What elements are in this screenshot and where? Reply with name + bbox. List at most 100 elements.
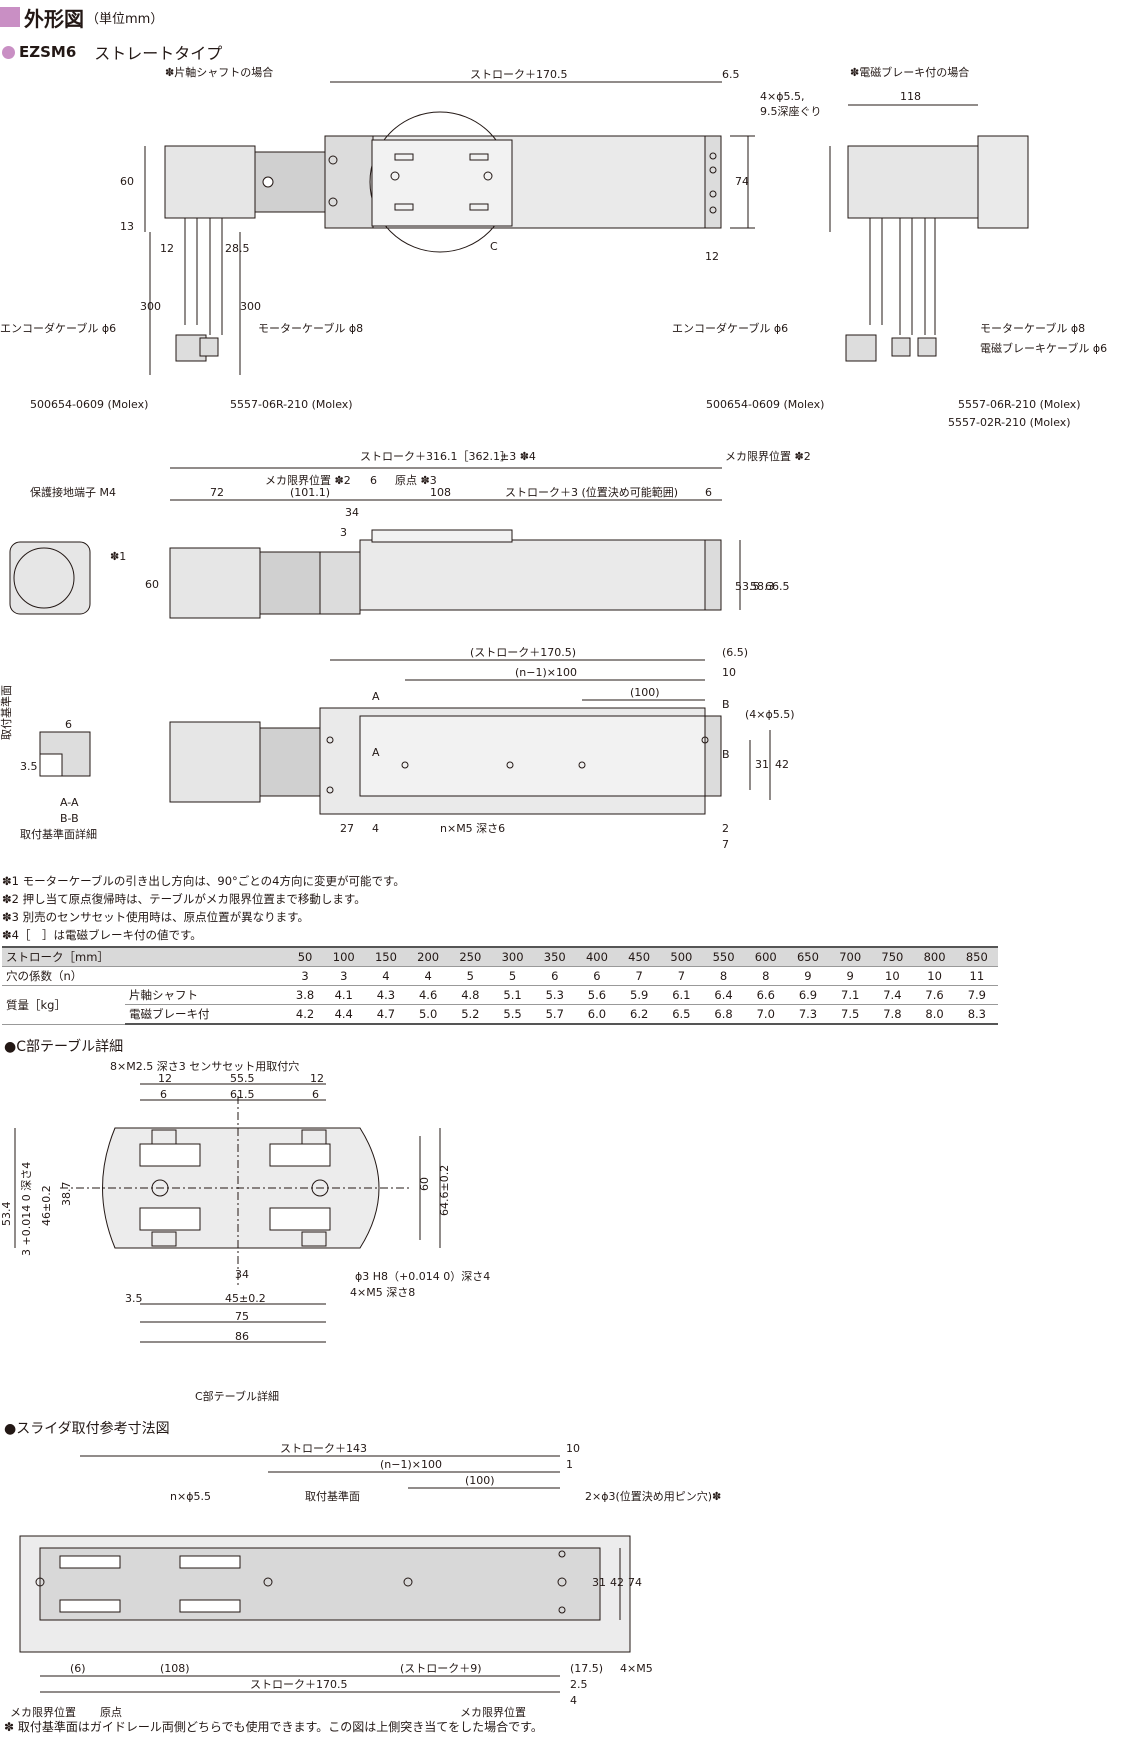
section-header: 外形図 （単位mm） [0, 4, 164, 31]
dim-3-5: 3.5 [20, 760, 38, 773]
table-cell: 4.3 [364, 985, 408, 1005]
table-cell: 6.4 [702, 985, 745, 1005]
dim-101-1: (101.1) [290, 486, 330, 499]
slider-title: ●スライダ取付参考寸法図 [4, 1421, 170, 1437]
model-bullet [2, 45, 15, 59]
c-detail-drawing: 8×M2.5 深さ3 センサセット用取付穴 12 55.5 12 6 61.5 … [0, 1059, 490, 1403]
table-cell: 50 [287, 946, 323, 967]
table-cell: 500 [660, 946, 703, 967]
connector-1-label-b: 500654-0609 (Molex) [706, 398, 824, 411]
table-cell: 4.2 [287, 1004, 323, 1025]
section-b-top: B [722, 698, 730, 711]
table-cell: 7.6 [913, 985, 956, 1005]
connector-3-label: 5557-02R-210 (Molex) [948, 416, 1071, 429]
dim-53-5: 53.5 [735, 580, 760, 593]
table-cell: 4.6 [407, 985, 450, 1005]
mech-limit-s: メカ限界位置 [10, 1705, 76, 1719]
dim-12-c: 12 [158, 1072, 172, 1085]
table-cell: 350 [533, 946, 576, 967]
dim-60-side: 60 [145, 578, 159, 591]
dim-300-a: 300 [140, 300, 161, 313]
table-cell: 850 [955, 946, 998, 967]
dim-100p: (100) [630, 686, 660, 699]
model-type: ストレートタイプ [94, 44, 223, 63]
m5-label: 4×M5 深さ8 [350, 1286, 415, 1299]
dim-6-right: 6 [705, 486, 712, 499]
mass-label: 質量［kg］ [2, 985, 125, 1025]
unit-label: （単位mm） [86, 11, 164, 27]
note-3: ✽3 別売のセンサセット使用時は、原点位置が異なります。 [2, 910, 309, 924]
table-cell: 450 [618, 946, 661, 967]
table-cell: 5.2 [449, 1004, 492, 1025]
table-cell: 800 [913, 946, 956, 967]
table-cell: 300 [491, 946, 534, 967]
dim-34: 34 [345, 506, 359, 519]
dim-53-4: 53.4 [0, 1202, 13, 1227]
dim-17-5: (17.5) [570, 1662, 603, 1675]
dim-75: 75 [235, 1310, 249, 1323]
table-cell: 6.8 [702, 1004, 745, 1025]
dim-9-5: 9.5深座ぐり [760, 104, 822, 118]
note-4: ✽4［ ］は電磁ブレーキ付の値です。 [2, 928, 202, 942]
dim-86: 86 [235, 1330, 249, 1343]
table-cell: 7 [660, 966, 703, 986]
table-cell: 600 [744, 946, 787, 967]
table-cell: 10 [871, 966, 914, 986]
dim-4: 4 [372, 822, 379, 835]
dim-38-7: 38.7 [60, 1182, 73, 1207]
holes-label: 穴の係数（n） [2, 966, 288, 986]
table-cell: 4 [364, 966, 408, 986]
table-cell: 5.0 [407, 1004, 450, 1025]
dim-stroke-316: ストローク＋316.1［362.1］ [360, 450, 511, 463]
side-view-drawing: ストローク＋316.1［362.1］ ±3 ✽4 メカ限界位置 ✽2 メカ限界位… [0, 449, 811, 851]
table-cell: 9 [829, 966, 872, 986]
table-cell: 6 [533, 966, 576, 986]
table-cell: 3 [287, 966, 323, 986]
table-cell: 700 [829, 946, 872, 967]
table-cell: 7.3 [786, 1004, 830, 1025]
table-cell: 11 [955, 966, 998, 986]
table-cell: 5 [449, 966, 492, 986]
dim-6p: (6) [70, 1662, 86, 1675]
dim-10-s: 10 [566, 1442, 580, 1455]
header-marker [0, 7, 20, 27]
dim-1: 1 [566, 1458, 573, 1471]
hole-label: n×ϕ5.5 [170, 1490, 211, 1503]
tapped-hole-label: n×M5 深さ6 [440, 822, 505, 835]
footnote: ✽ 取付基準面はガイドレール両側どちらでも使用できます。この図は上側突き当てをし… [4, 1720, 543, 1734]
dim-stroke-9: (ストローク＋9) [400, 1662, 482, 1675]
dim-n1x100-s: (n−1)×100 [380, 1458, 442, 1471]
dim-12-right: 12 [705, 250, 719, 263]
table-cell: 6.6 [744, 985, 787, 1005]
section-a-top: A [372, 690, 380, 703]
dim-6-detail: 6 [65, 718, 72, 731]
m5-label-s: 4×M5 [620, 1662, 653, 1675]
table-cell: 400 [575, 946, 619, 967]
note-1: ✽1 モーターケーブルの引き出し方向は、90°ごとの4方向に変更が可能です。 [2, 874, 405, 888]
c-detail-title: ●C部テーブル詳細 [4, 1039, 124, 1055]
model-name: EZSM6 [19, 43, 77, 61]
table-cell: 3.8 [287, 985, 323, 1005]
table-cell: 8 [744, 966, 787, 986]
brake-cable-label: 電磁ブレーキケーブル ϕ6 [980, 341, 1107, 355]
dim-13: 13 [120, 220, 134, 233]
page-title: 外形図 [24, 6, 84, 31]
table-cell: 5.3 [533, 985, 576, 1005]
dim-2: 2 [722, 822, 729, 835]
dim-4-s: 4 [570, 1694, 577, 1707]
table-cell: 7.4 [871, 985, 914, 1005]
section-a-bottom: A [372, 746, 380, 759]
star-1: ✽1 [110, 550, 126, 563]
dim-300-b: 300 [240, 300, 261, 313]
table-cell: 7.9 [955, 985, 998, 1005]
table-cell: 8.0 [913, 1004, 956, 1025]
dim-2-5: 2.5 [570, 1678, 588, 1691]
table-cell: 250 [449, 946, 492, 967]
table-cell: 4.7 [364, 1004, 408, 1025]
ref-face-label-s: 取付基準面 [305, 1489, 360, 1503]
encoder-cable-label-b: エンコーダケーブル ϕ6 [672, 321, 788, 335]
